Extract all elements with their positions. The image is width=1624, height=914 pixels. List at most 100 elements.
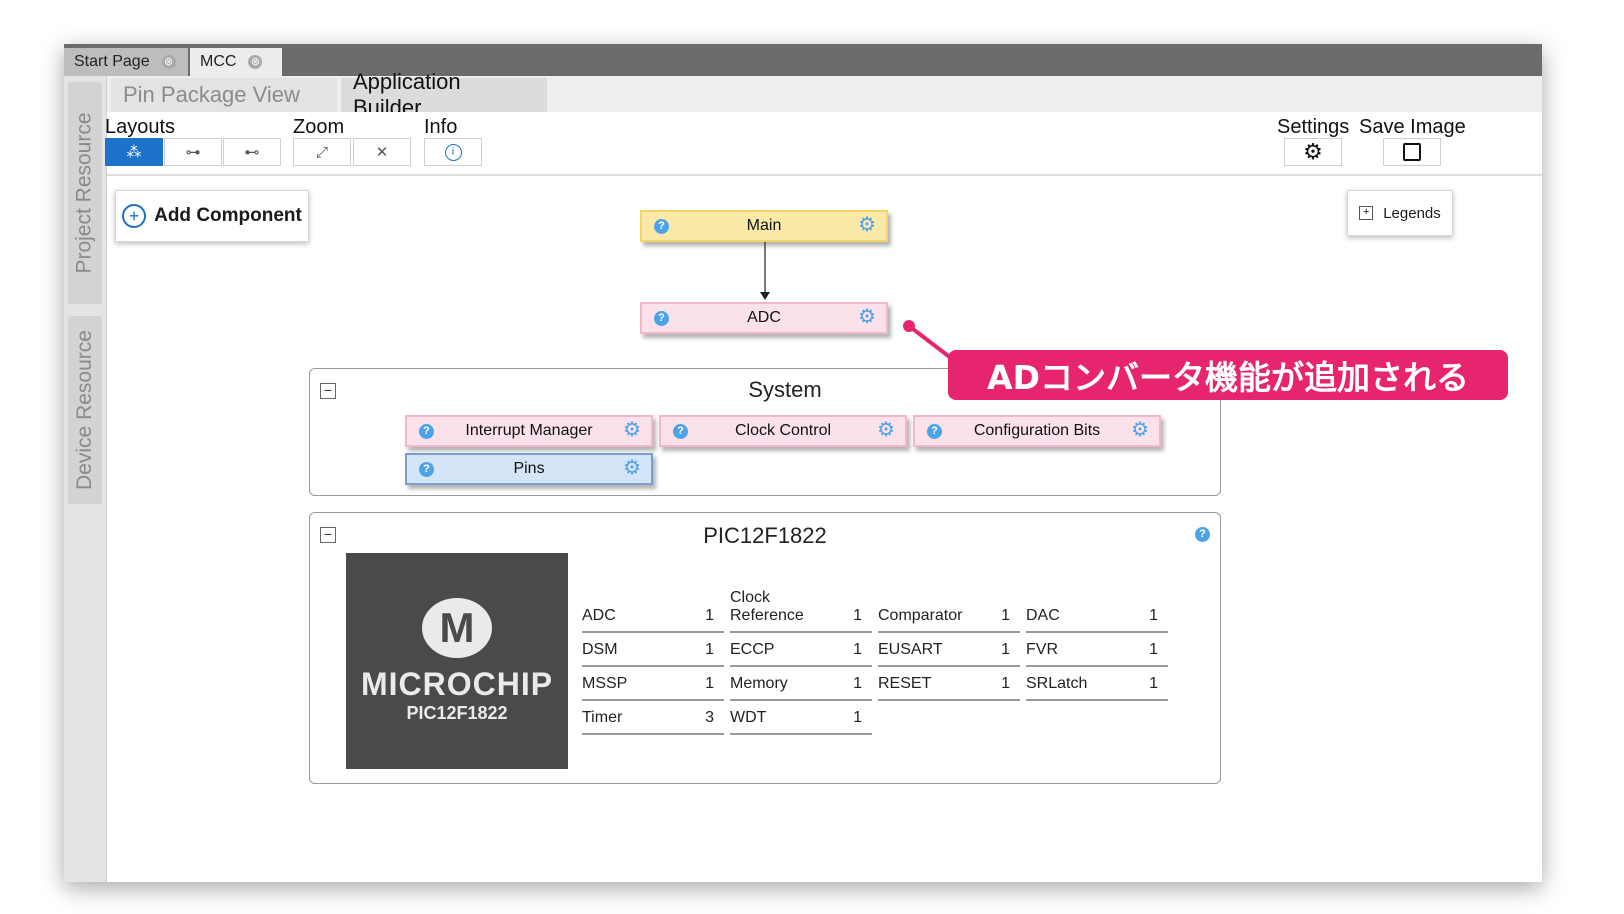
peripheral-count: 1 <box>1001 675 1010 692</box>
node-adc[interactable]: ? ADC ⚙ <box>640 302 888 334</box>
layout-horizontal-button[interactable]: ⊶ <box>164 138 222 166</box>
node-pins[interactable]: ? Pins ⚙ <box>405 453 653 485</box>
peripheral-cell: DSM 1 <box>582 635 724 667</box>
peripheral-count: 1 <box>1149 641 1158 658</box>
chip-name: PIC12F1822 <box>406 703 508 723</box>
peripheral-name: MSSP <box>582 675 628 692</box>
zoom-label: Zoom <box>293 116 345 138</box>
node-label: Interrupt Manager <box>465 422 593 439</box>
layout-hierarchical-button[interactable]: ⁂ <box>105 138 163 166</box>
expand-plus-icon: + <box>1359 206 1374 220</box>
settings-button[interactable]: ⚙ <box>1284 138 1342 166</box>
peripheral-cell: EUSART 1 <box>878 635 1020 667</box>
plus-circle-icon: + <box>122 204 147 228</box>
logo-text: MICROCHIP <box>360 666 554 702</box>
help-icon[interactable]: ? <box>1195 527 1210 542</box>
side-tab-project-resource[interactable]: Project Resource <box>68 82 102 304</box>
help-icon[interactable]: ? <box>654 219 669 234</box>
tab-start-page[interactable]: Start Page ⊗ <box>64 48 188 76</box>
layouts-label: Layouts <box>105 116 176 138</box>
node-label: Main <box>746 217 782 234</box>
peripheral-cell: RESET 1 <box>878 669 1020 701</box>
device-group-title: PIC12F1822 <box>703 523 827 548</box>
gear-icon[interactable]: ⚙ <box>623 419 641 441</box>
peripheral-cell: Comparator 1 <box>878 595 1020 633</box>
node-clock-control[interactable]: ? Clock Control ⚙ <box>659 415 907 447</box>
peripheral-name: ECCP <box>730 641 775 658</box>
layout-vertical-button[interactable]: ⊷ <box>223 138 281 166</box>
peripheral-name: EUSART <box>878 641 943 658</box>
info-label: Info <box>424 116 458 138</box>
help-icon[interactable]: ? <box>419 462 434 477</box>
side-tab-label: Project Resource <box>73 112 97 274</box>
peripheral-count: 1 <box>1001 641 1010 658</box>
gear-icon[interactable]: ⚙ <box>877 419 895 441</box>
settings-label: Settings <box>1277 116 1350 138</box>
side-rail: Project Resource Device Resource <box>64 76 107 882</box>
callout-leader-line <box>907 324 953 360</box>
gear-icon[interactable]: ⚙ <box>858 306 876 328</box>
node-main[interactable]: ? Main ⚙ <box>640 210 888 242</box>
expand-icon: ⤢ <box>315 143 328 161</box>
peripheral-count: 1 <box>1001 607 1010 624</box>
peripheral-name: Comparator <box>878 607 963 624</box>
gear-icon[interactable]: ⚙ <box>623 457 641 479</box>
side-tab-device-resource[interactable]: Device Resource <box>68 316 102 504</box>
connector-arrow <box>760 242 770 300</box>
zoom-collapse-button[interactable]: ✕ <box>353 138 411 166</box>
help-icon[interactable]: ? <box>673 424 688 439</box>
document-tab-bar: Start Page ⊗ MCC ⊗ <box>64 44 1542 76</box>
tab-pin-package-view[interactable]: Pin Package View <box>111 78 337 112</box>
tree-right-icon: ⊷ <box>244 144 260 161</box>
peripheral-cell: WDT 1 <box>730 703 872 735</box>
peripheral-name: FVR <box>1026 641 1058 658</box>
node-interrupt-manager[interactable]: ? Interrupt Manager ⚙ <box>405 415 653 447</box>
floppy-disk-icon <box>1403 143 1421 161</box>
peripheral-count: 3 <box>705 709 714 726</box>
save-image-label: Save Image <box>1359 116 1466 138</box>
peripheral-name: Clock Reference <box>730 589 804 624</box>
application-canvas[interactable]: + Add Component + Legends ? Main ⚙ ? ADC… <box>107 176 1542 882</box>
node-label: Pins <box>513 460 545 477</box>
peripheral-count: 1 <box>853 709 862 726</box>
peripheral-name: DSM <box>582 641 618 658</box>
help-icon[interactable]: ? <box>419 424 434 439</box>
collapse-minus-icon[interactable]: − <box>320 527 336 543</box>
peripheral-name: SRLatch <box>1026 675 1088 692</box>
collapse-icon: ✕ <box>375 144 389 161</box>
save-image-button[interactable] <box>1383 138 1441 166</box>
node-label: ADC <box>747 309 781 326</box>
node-label: Configuration Bits <box>973 422 1101 439</box>
node-configuration-bits[interactable]: ? Configuration Bits ⚙ <box>913 415 1161 447</box>
peripheral-name: Memory <box>730 675 788 692</box>
node-label: Clock Control <box>734 422 832 439</box>
peripheral-count: 1 <box>705 641 714 658</box>
microchip-logo-image: M MICROCHIP PIC12F1822 <box>346 553 568 769</box>
tab-application-builder[interactable]: Application Builder <box>341 69 547 120</box>
mcc-window: Start Page ⊗ MCC ⊗ Project Resource Devi… <box>64 44 1542 882</box>
gear-icon[interactable]: ⚙ <box>1131 419 1149 441</box>
collapse-minus-icon[interactable]: − <box>320 383 336 399</box>
peripheral-name: RESET <box>878 675 932 692</box>
legends-button[interactable]: + Legends <box>1347 190 1453 236</box>
peripheral-count: 1 <box>705 607 714 624</box>
help-icon[interactable]: ? <box>654 311 669 326</box>
add-component-button[interactable]: + Add Component <box>115 190 309 242</box>
peripheral-count: 1 <box>705 675 714 692</box>
peripheral-count: 1 <box>1149 607 1158 624</box>
close-icon[interactable]: ⊗ <box>161 55 176 69</box>
close-icon[interactable]: ⊗ <box>248 55 263 69</box>
tab-mcc[interactable]: MCC ⊗ <box>190 48 282 76</box>
peripheral-name: WDT <box>730 709 767 726</box>
info-icon: i <box>444 143 462 161</box>
zoom-fit-button[interactable]: ⤢ <box>293 138 351 166</box>
main-panel: Pin Package View Application Builder Lay… <box>105 69 1542 882</box>
info-button[interactable]: i <box>424 138 482 166</box>
add-component-label: Add Component <box>154 205 302 226</box>
gear-icon[interactable]: ⚙ <box>858 214 876 236</box>
peripheral-name: ADC <box>582 607 616 624</box>
help-icon[interactable]: ? <box>927 424 942 439</box>
legends-label: Legends <box>1383 204 1441 222</box>
